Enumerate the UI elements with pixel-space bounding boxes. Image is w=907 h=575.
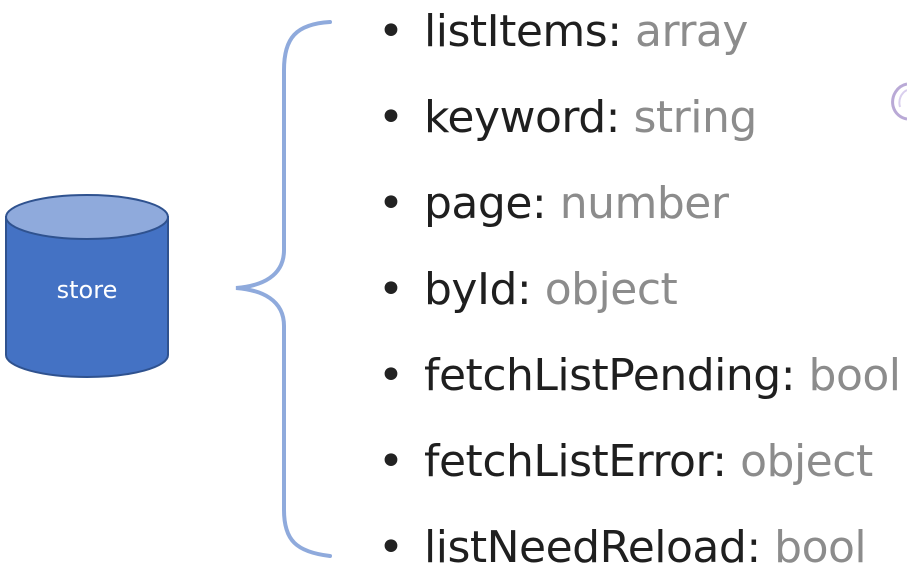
bullet: • [378, 264, 404, 315]
field-type: array [635, 6, 748, 57]
field-name: listItems: [424, 6, 622, 57]
store-cylinder-body [5, 216, 169, 378]
field-name: page: [424, 178, 547, 229]
field-type: bool [774, 522, 867, 573]
field-name: fetchListPending: [424, 350, 796, 401]
field-list-item-page: • page: number [378, 178, 729, 229]
field-list-item-keyword: •keyword: string [378, 96, 757, 140]
field-list-item-fetchlisterror: •fetchListError: object [378, 440, 873, 484]
field-list-item-byid: • byId: object [378, 264, 678, 315]
bullet: • [378, 178, 404, 229]
field-type: object [544, 264, 678, 315]
field-list-item-listitems: •listItems: array [378, 10, 748, 54]
bullet: • [378, 350, 404, 401]
bullet: • [378, 92, 404, 143]
bullet: • [378, 522, 404, 573]
store-cylinder-top [5, 194, 169, 240]
field-type: number [559, 178, 729, 229]
bullet: • [378, 6, 404, 57]
field-name: byId: [424, 264, 532, 315]
field-type: object [740, 436, 873, 487]
field-name: keyword: [424, 92, 621, 143]
field-list-item-listneedreload: • listNeedReload: bool [378, 522, 867, 573]
field-name: fetchListError: [424, 436, 727, 487]
field-list-item-fetchlistpending: •fetchListPending: bool [378, 354, 901, 398]
field-type: bool [808, 350, 902, 401]
field-type: string [633, 92, 758, 143]
store-label: store [56, 276, 118, 304]
bullet: • [378, 436, 404, 487]
field-name: listNeedReload: [424, 522, 761, 573]
